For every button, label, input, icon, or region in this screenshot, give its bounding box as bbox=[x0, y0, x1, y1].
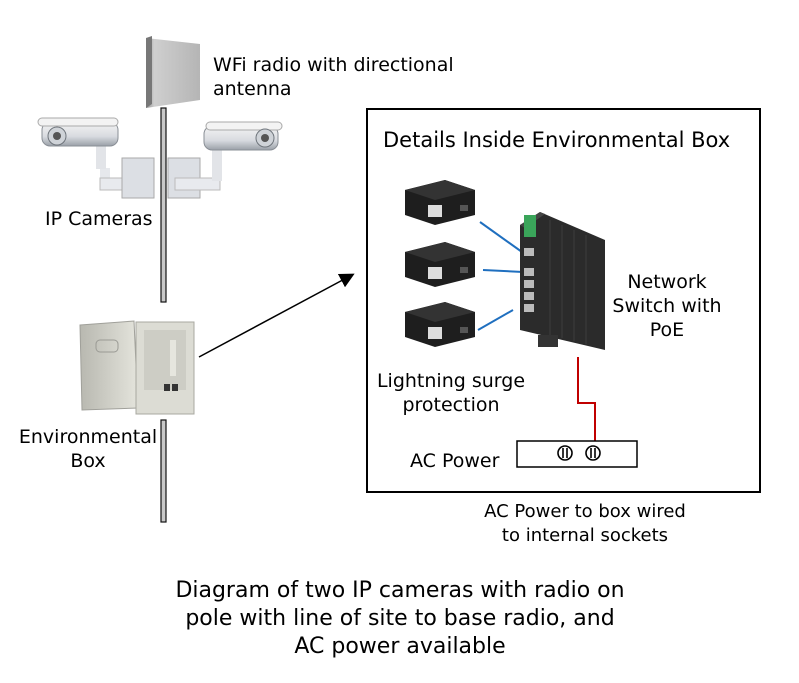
radio-label-line: WFi radio with directional bbox=[213, 54, 454, 76]
data-cable bbox=[477, 309, 514, 331]
env-box-label: Environmental Box bbox=[18, 425, 158, 473]
power-cable bbox=[577, 357, 596, 441]
ip-camera-right-icon bbox=[167, 121, 283, 199]
caption: Diagram of two IP cameras with radio on … bbox=[120, 577, 680, 661]
data-cable bbox=[479, 221, 523, 253]
caption-line: AC power available bbox=[294, 634, 506, 659]
surge-label-line: protection bbox=[402, 394, 500, 416]
env-box-label-line: Box bbox=[70, 450, 106, 472]
directional-antenna-icon bbox=[146, 36, 200, 108]
data-cable bbox=[482, 269, 524, 273]
surge-protector-3-icon bbox=[405, 302, 475, 347]
ac-power-label: AC Power bbox=[410, 450, 500, 472]
details-title: Details Inside Environmental Box bbox=[383, 128, 731, 152]
network-switch-icon bbox=[520, 212, 605, 350]
outlet-socket-icon bbox=[585, 445, 601, 461]
env-box-label-line: Environmental bbox=[18, 426, 158, 448]
radio-label-line: antenna bbox=[213, 78, 292, 100]
ac-note-line: AC Power to box wired bbox=[484, 501, 686, 522]
outlet-socket-icon bbox=[557, 445, 573, 461]
details-frame bbox=[366, 108, 761, 493]
switch-label-line: PoE bbox=[649, 319, 685, 341]
cameras-label: IP Cameras bbox=[45, 208, 153, 230]
ac-outlet-strip bbox=[516, 440, 638, 468]
surge-label-line: Lightning surge bbox=[376, 370, 526, 392]
pole bbox=[160, 107, 167, 523]
ac-note-label: AC Power to box wired to internal socket… bbox=[455, 500, 715, 548]
switch-label-line: Network bbox=[627, 271, 707, 293]
radio-label: WFi radio with directional antenna bbox=[213, 53, 454, 101]
surge-label: Lightning surge protection bbox=[372, 369, 530, 417]
switch-label: Network Switch with PoE bbox=[612, 270, 722, 342]
surge-protector-2-icon bbox=[405, 242, 475, 287]
ac-note-line: to internal sockets bbox=[501, 525, 669, 546]
caption-line: Diagram of two IP cameras with radio on bbox=[175, 578, 625, 603]
data-cables bbox=[477, 221, 524, 331]
environmental-box-icon bbox=[79, 320, 195, 415]
detail-arrow bbox=[198, 273, 355, 358]
surge-protector-1-icon bbox=[405, 180, 475, 225]
ip-camera-left-icon bbox=[37, 117, 155, 199]
switch-terminal-block bbox=[524, 215, 536, 237]
caption-line: pole with line of site to base radio, an… bbox=[185, 606, 615, 631]
switch-label-line: Switch with bbox=[612, 295, 722, 317]
